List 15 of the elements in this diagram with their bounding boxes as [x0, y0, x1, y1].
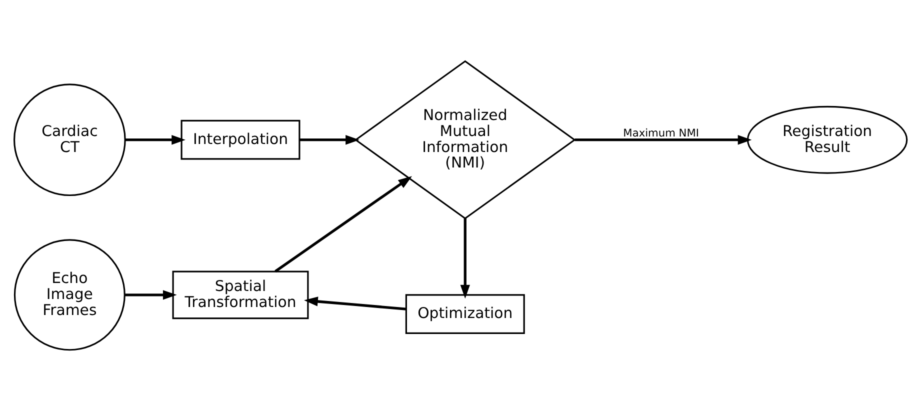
arrow [304, 296, 406, 310]
arrow [274, 176, 412, 272]
node-box: Interpolation [180, 120, 300, 160]
node-circle: Echo Image Frames [13, 239, 125, 351]
arrow [299, 135, 359, 145]
arrow [460, 218, 470, 299]
node-box: Spatial Transformation [172, 270, 308, 320]
arrow [124, 290, 176, 300]
node-circle: Cardiac CT [13, 84, 126, 196]
node-diamond: Normalized Mutual Information (NMI) [354, 60, 576, 220]
node-box: Optimization [404, 294, 524, 334]
edge-label: Maximum NMI [622, 126, 699, 140]
node-ellipse: Registration Result [746, 106, 908, 174]
arrow [574, 135, 752, 145]
arrow [125, 135, 185, 145]
